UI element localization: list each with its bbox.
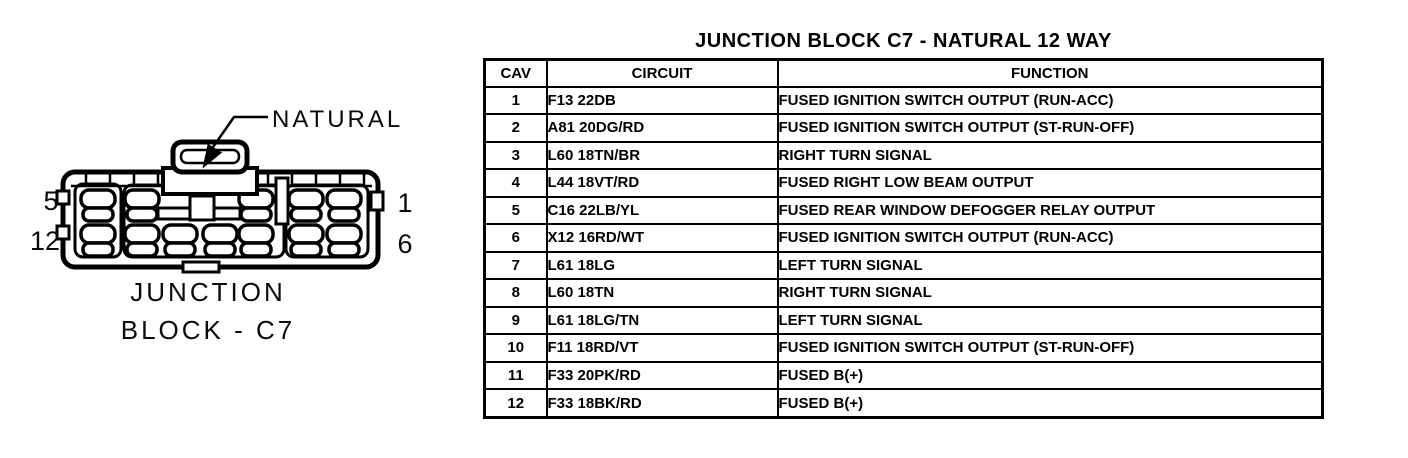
circuit-cell: C16 22LB/YL — [545, 195, 779, 226]
circuit-cell: L60 18TN — [545, 278, 779, 308]
connector-diagram: NATURAL 5 12 1 6 JUNCTION BLOCK - C7 — [20, 90, 450, 350]
function-cell: RIGHT TURN SIGNAL — [776, 278, 1324, 308]
cav-cell: 3 — [483, 140, 548, 171]
pin-label-top-right: 1 — [397, 188, 412, 218]
circuit-cell: L61 18LG/TN — [545, 305, 779, 336]
pinout-section: JUNCTION BLOCK C7 - NATURAL 12 WAY CAV C… — [483, 30, 1324, 419]
circuit-cell: F13 22DB — [545, 85, 779, 115]
connector-illustration: NATURAL 5 12 1 6 JUNCTION BLOCK - C7 — [30, 106, 413, 345]
table-header-row: CAV CIRCUIT FUNCTION — [483, 58, 1324, 88]
circuit-cell: A81 20DG/RD — [545, 113, 779, 143]
terminal — [123, 223, 161, 258]
connector-caption-line2: BLOCK - C7 — [121, 315, 296, 345]
circuit-cell: F11 18RD/VT — [545, 333, 779, 363]
terminal — [325, 223, 363, 258]
column-header-function: FUNCTION — [776, 58, 1324, 88]
terminal — [79, 223, 117, 258]
pin-label-bottom-left: 12 — [30, 226, 60, 256]
cav-cell: 5 — [483, 195, 548, 226]
terminal — [237, 223, 275, 258]
function-cell: FUSED REAR WINDOW DEFOGGER RELAY OUTPUT — [776, 195, 1324, 226]
terminal — [287, 223, 325, 258]
housing-notches — [55, 189, 385, 274]
connector-caption-line1: JUNCTION — [130, 277, 285, 307]
function-cell: FUSED B(+) — [776, 360, 1324, 391]
function-cell: LEFT TURN SIGNAL — [776, 305, 1324, 336]
function-cell: FUSED B(+) — [776, 388, 1324, 419]
terminal — [123, 188, 161, 223]
pin-label-bottom-right: 6 — [397, 229, 412, 259]
cav-cell: 8 — [483, 278, 548, 308]
circuit-cell: L44 18VT/RD — [545, 168, 779, 198]
cav-cell: 7 — [483, 250, 548, 281]
cav-cell: 6 — [483, 223, 548, 253]
circuit-cell: L60 18TN/BR — [545, 140, 779, 171]
pin-label-top-left: 5 — [43, 186, 58, 216]
cav-cell: 1 — [483, 85, 548, 115]
circuit-cell: F33 18BK/RD — [545, 388, 779, 419]
cav-cell: 11 — [483, 360, 548, 391]
cav-cell: 12 — [483, 388, 548, 419]
column-header-circuit: CIRCUIT — [545, 58, 779, 88]
circuit-cell: L61 18LG — [545, 250, 779, 281]
table-title: JUNCTION BLOCK C7 - NATURAL 12 WAY — [695, 30, 1112, 52]
function-cell: FUSED IGNITION SWITCH OUTPUT (ST-RUN-OFF… — [776, 333, 1324, 363]
cav-cell: 4 — [483, 168, 548, 198]
terminal — [79, 188, 117, 223]
function-cell: FUSED IGNITION SWITCH OUTPUT (ST-RUN-OFF… — [776, 113, 1324, 143]
function-cell: LEFT TURN SIGNAL — [776, 250, 1324, 281]
terminal — [161, 223, 199, 258]
cav-cell: 9 — [483, 305, 548, 336]
function-cell: FUSED RIGHT LOW BEAM OUTPUT — [776, 168, 1324, 198]
function-cell: FUSED IGNITION SWITCH OUTPUT (RUN-ACC) — [776, 223, 1324, 253]
terminal — [201, 223, 239, 258]
column-header-cav: CAV — [483, 58, 548, 88]
terminal — [287, 188, 325, 223]
function-cell: RIGHT TURN SIGNAL — [776, 140, 1324, 171]
connector-color-label: NATURAL — [272, 106, 403, 133]
circuit-cell: F33 20PK/RD — [545, 360, 779, 391]
terminal — [325, 188, 363, 223]
cav-cell: 10 — [483, 333, 548, 363]
cav-cell: 2 — [483, 113, 548, 143]
housing-top-segments — [84, 173, 366, 185]
key-post — [156, 176, 290, 226]
color-callout-arrow — [202, 115, 268, 169]
circuit-cell: X12 16RD/WT — [545, 223, 779, 253]
function-cell: FUSED IGNITION SWITCH OUTPUT (RUN-ACC) — [776, 85, 1324, 115]
